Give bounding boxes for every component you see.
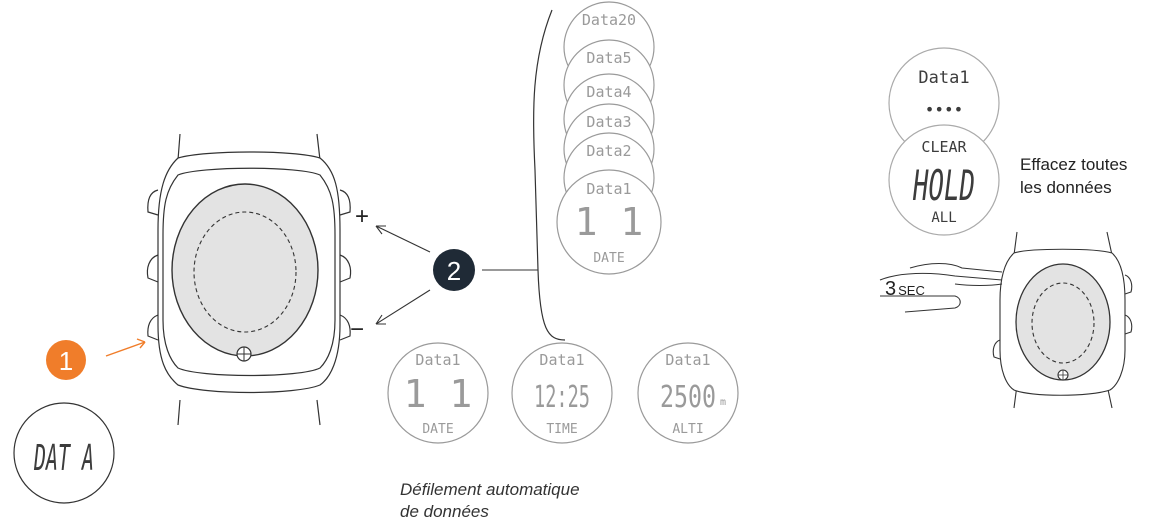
- stack-bracket: [532, 9, 566, 341]
- autoscroll-screen-value: 2500: [660, 380, 716, 415]
- main-watch: [146, 133, 352, 426]
- clear-note-line2: les données: [1020, 178, 1112, 197]
- data-screen-text: DAT A: [33, 438, 94, 479]
- autoscroll-caption-line1: Défilement automatique: [400, 480, 580, 499]
- autoscroll-screen-circle: [637, 342, 739, 444]
- clear-line1: CLEAR: [921, 138, 967, 156]
- stack-screen-label: Data5: [586, 49, 631, 67]
- clear-note-line1: Effacez toutes: [1020, 155, 1127, 174]
- stack-screen-label: Data2: [586, 142, 631, 160]
- autoscroll-screen: Data1 1 1 DATE: [387, 342, 489, 444]
- step1-arrow: [105, 338, 146, 357]
- autoscroll-screen-unit: ALTI: [672, 422, 703, 437]
- hold-time-unit: SEC: [898, 283, 925, 298]
- stack-screen: Data1 1 1 DATE: [556, 169, 662, 275]
- autoscroll-screen-suffix: m: [720, 397, 726, 408]
- stack-screen-circle: [556, 169, 662, 275]
- stack-screen-label: Data20: [582, 11, 636, 29]
- autoscroll-screen-circle: [387, 342, 489, 444]
- autoscroll-screen-label: Data1: [539, 351, 584, 369]
- autoscroll-screen-value: 1 1: [404, 372, 473, 416]
- step2-arrows: [375, 225, 538, 325]
- stack-screen-value: 1 1: [575, 200, 644, 244]
- plus-label: +: [355, 203, 369, 230]
- step1-number: 1: [59, 346, 73, 376]
- stack-screen-label: Data1: [586, 180, 631, 198]
- clear-top-label: Data1: [918, 68, 969, 88]
- stack-screen-label: Data3: [586, 113, 631, 131]
- clear-top-screen: Data1 ••••: [888, 47, 1000, 159]
- autoscroll-screen-unit: TIME: [546, 422, 577, 437]
- pressing-finger: [879, 262, 1003, 313]
- small-watch: [992, 231, 1133, 409]
- autoscroll-screen-value: 12:25: [534, 380, 590, 415]
- autoscroll-screen-circle: [511, 342, 613, 444]
- stack-screen-unit: DATE: [593, 251, 624, 266]
- autoscroll-screen-unit: DATE: [422, 422, 453, 437]
- autoscroll-caption-line2: de données: [400, 502, 489, 521]
- clear-dots: ••••: [925, 100, 964, 119]
- step2-badge: 2: [433, 249, 475, 291]
- autoscroll-screen-label: Data1: [415, 351, 460, 369]
- clear-hold-screen: CLEAR HOLD ALL: [888, 124, 1000, 236]
- data-screen: DAT A: [13, 402, 115, 504]
- stack-screen-label: Data4: [586, 83, 631, 101]
- clear-line2: HOLD: [912, 161, 975, 210]
- autoscroll-screen-label: Data1: [665, 351, 710, 369]
- clear-line3: ALL: [931, 210, 956, 226]
- step2-number: 2: [447, 256, 461, 286]
- minus-label: −: [350, 316, 364, 343]
- hold-time-number: 3: [885, 278, 896, 300]
- step1-badge: 1: [46, 340, 86, 380]
